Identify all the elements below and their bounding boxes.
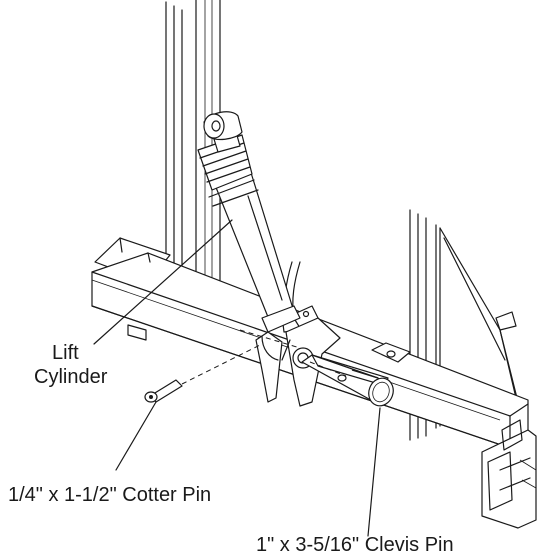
clevis-pin	[301, 354, 394, 407]
beam-lug	[371, 342, 411, 363]
leader-lines	[93, 219, 381, 537]
lift-cylinder-label-line2: Cylinder	[34, 366, 108, 388]
end-bracket	[481, 311, 537, 529]
cotter-pin	[144, 379, 183, 403]
lift-cylinder	[197, 111, 295, 323]
cotter-pin-label: 1/4" x 1-1/2" Cotter Pin	[8, 484, 212, 506]
lift-cylinder-label: Lift	[52, 342, 79, 364]
alignment-lines	[181, 329, 347, 385]
clevis-pin-label: 1" x 3-5/16" Clevis Pin	[256, 534, 454, 556]
